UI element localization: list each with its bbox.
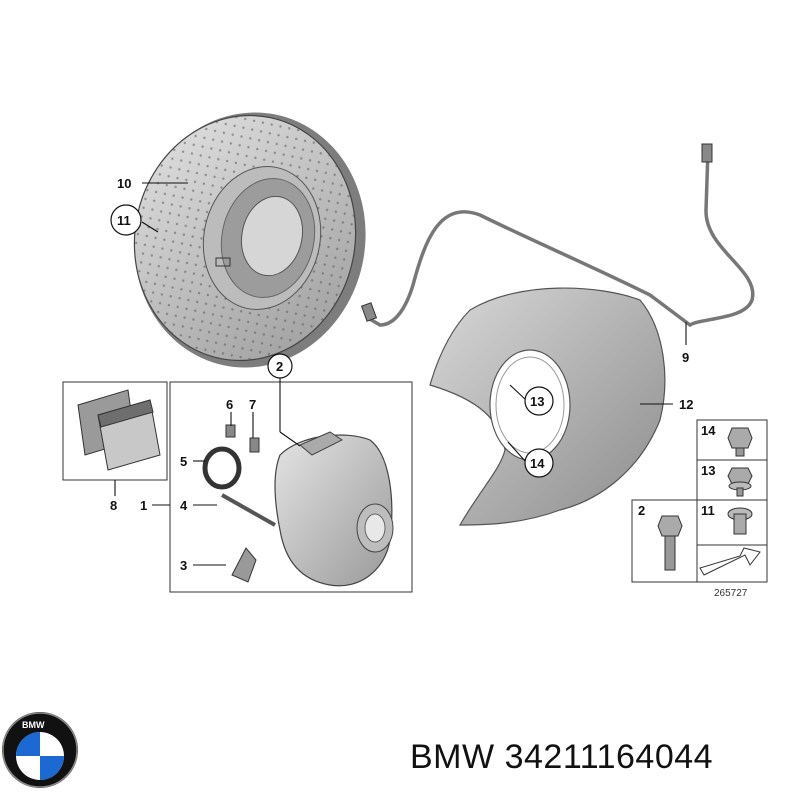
callout-11-circle: [110, 204, 142, 236]
callout-7: 7: [249, 397, 256, 412]
callout-12: 12: [679, 397, 693, 412]
callout-6: 6: [226, 397, 233, 412]
bolt-11-icon: [727, 507, 753, 535]
bolt-13-icon: [727, 467, 753, 497]
callout-5: 5: [180, 454, 187, 469]
sensor-tip: [360, 302, 378, 322]
callout-14-circle: [524, 448, 554, 478]
bmw-logo: BMW: [2, 712, 78, 788]
hardware-label-13: 13: [701, 463, 715, 478]
callout-13: 13: [530, 394, 544, 409]
brake-caliper: [274, 431, 394, 587]
callout-13-circle: [524, 386, 554, 416]
wear-sensor-cable: [366, 148, 755, 328]
callout-11: 11: [117, 213, 131, 228]
hardware-label-2: 2: [638, 503, 645, 518]
callout-2-circle: [267, 353, 293, 379]
bolt-14-icon: [727, 427, 753, 457]
callout-10: 10: [117, 176, 131, 191]
callout-3: 3: [180, 558, 187, 573]
caption-part-number: 34211164044: [504, 738, 714, 776]
callout-4: 4: [180, 498, 188, 513]
hardware-label-11: 11: [701, 503, 715, 518]
caliper-seal-ring: [202, 446, 242, 490]
callout-14: 14: [530, 456, 545, 471]
leader-lines: [114, 182, 687, 566]
anti-rattle-spring: [231, 547, 257, 583]
callout-2: 2: [276, 359, 283, 374]
svg-text:BMW: BMW: [22, 720, 45, 730]
sensor-connector: [701, 143, 713, 163]
brake-pads: [77, 389, 161, 471]
front-arrow-icon: [699, 547, 761, 576]
brake-disc: [133, 112, 366, 368]
hardware-label-14: 14: [701, 423, 716, 438]
diagram-number: 265727: [714, 588, 748, 599]
bolt-2-icon: [657, 515, 683, 571]
callout-8: 8: [110, 498, 117, 513]
callout-1: 1: [140, 498, 147, 513]
caption-brand: BMW: [410, 738, 495, 776]
guide-pin: [221, 493, 276, 527]
callout-9: 9: [682, 350, 689, 365]
